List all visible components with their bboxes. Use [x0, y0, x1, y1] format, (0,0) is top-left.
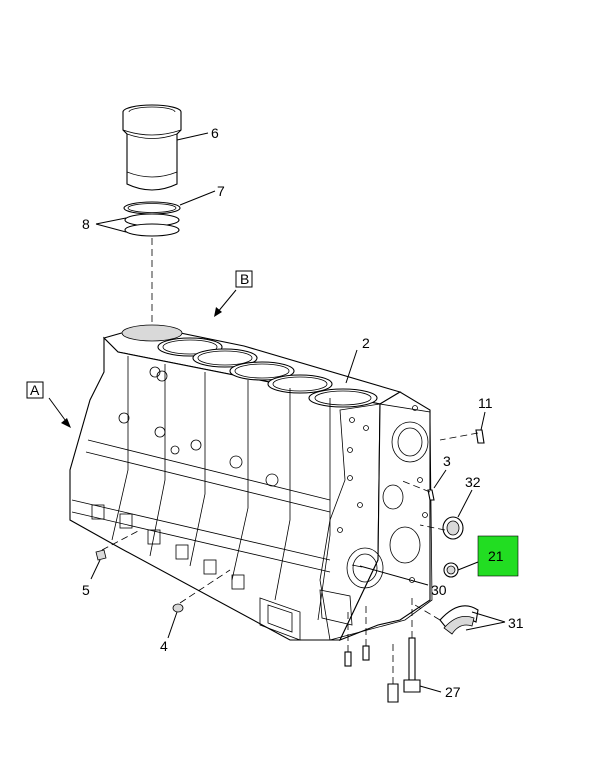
view-arrow-a — [48, 397, 71, 428]
callout-27[interactable]: 27 — [445, 684, 461, 700]
callout-5[interactable]: 5 — [82, 582, 90, 598]
cylinder-liner[interactable] — [122, 104, 182, 191]
leader-7 — [179, 190, 216, 206]
leader-8b — [95, 223, 127, 233]
view-label-b[interactable]: B — [240, 271, 249, 287]
callout-3[interactable]: 3 — [443, 453, 451, 469]
seal-30[interactable] — [351, 564, 363, 568]
leader-21 — [457, 561, 479, 571]
leader-30 — [359, 565, 429, 586]
liner-o-rings[interactable] — [124, 213, 180, 237]
leader-27 — [419, 685, 442, 693]
plug-5[interactable] — [95, 529, 141, 561]
callout-2[interactable]: 2 — [362, 335, 370, 351]
liner-seal-ring-upper[interactable] — [123, 201, 181, 215]
leader-8a — [95, 217, 127, 225]
bolt-27[interactable] — [403, 598, 421, 693]
callout-21[interactable]: 21 — [488, 548, 504, 564]
dowels-lower[interactable] — [344, 605, 370, 667]
thrust-washers-31[interactable] — [414, 604, 479, 635]
leader-31b — [465, 621, 506, 631]
leader-5 — [90, 559, 101, 580]
callout-8[interactable]: 8 — [82, 216, 90, 232]
sleeve-lower[interactable] — [387, 640, 399, 703]
engine-block[interactable] — [69, 324, 433, 642]
dowel-3[interactable] — [399, 479, 435, 501]
view-label-a[interactable]: A — [30, 382, 40, 398]
highlight-box-21[interactable] — [477, 535, 519, 577]
dowel-pin-11[interactable] — [439, 429, 485, 444]
view-b-box — [235, 270, 253, 288]
leader-11 — [480, 411, 486, 431]
plug-21[interactable] — [443, 562, 459, 578]
callout-30[interactable]: 30 — [431, 582, 447, 598]
plug-4[interactable] — [172, 569, 231, 613]
leader-6 — [176, 132, 209, 141]
leader-32 — [457, 489, 473, 518]
callout-32[interactable]: 32 — [465, 474, 481, 490]
callout-31[interactable]: 31 — [508, 615, 524, 631]
callout-11[interactable]: 11 — [478, 395, 493, 411]
leader-2 — [345, 349, 358, 384]
callout-6[interactable]: 6 — [211, 125, 219, 141]
callout-7[interactable]: 7 — [217, 183, 225, 199]
callout-4[interactable]: 4 — [160, 638, 168, 654]
bushing-32[interactable] — [419, 516, 464, 540]
view-a-box — [26, 381, 44, 399]
view-arrow-b — [214, 289, 237, 317]
leader-3 — [433, 469, 447, 489]
leader-31a — [471, 611, 506, 623]
leader-4 — [167, 611, 178, 639]
